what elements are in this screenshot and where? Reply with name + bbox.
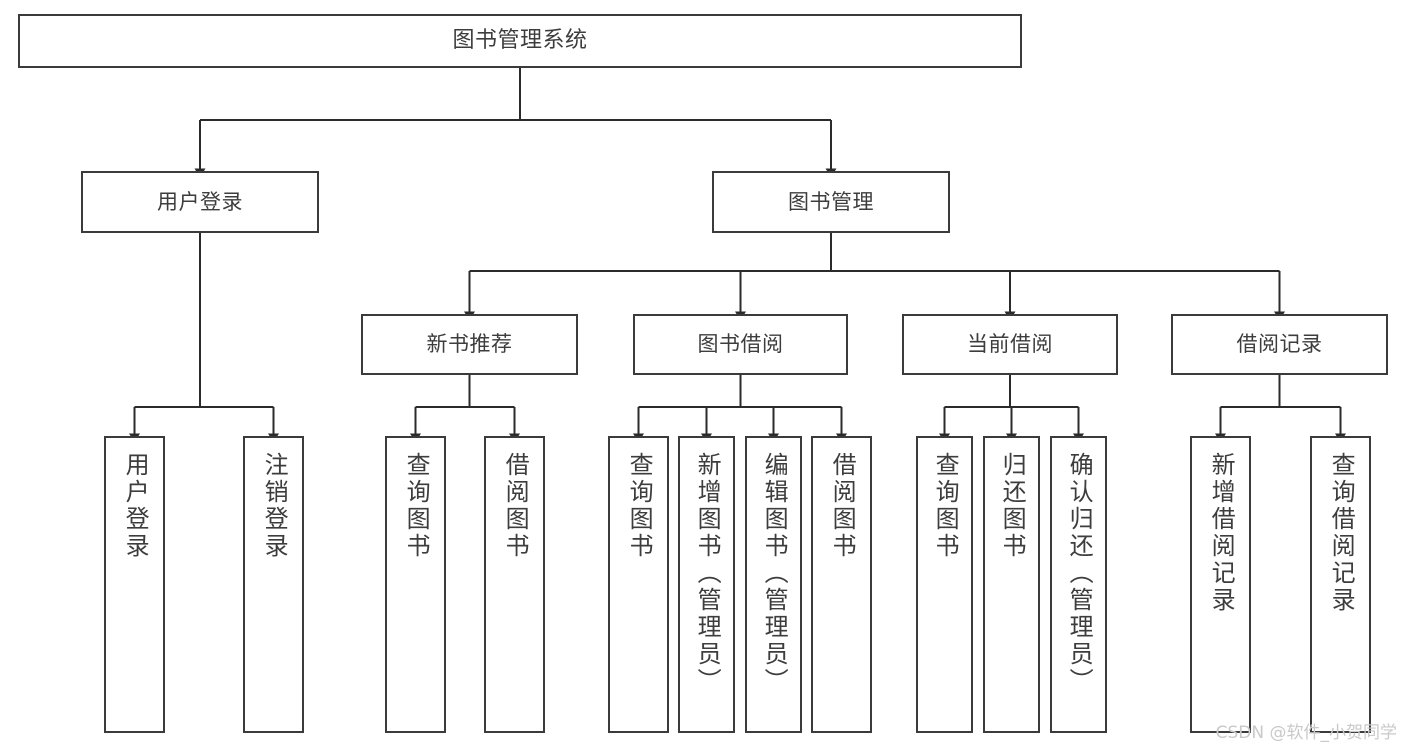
node-leaf-new-2[interactable]: 借阅图书 [484,436,545,733]
node-label: 图书管理系统 [452,28,588,54]
node-leaf-cur-2[interactable]: 归还图书 [983,436,1040,733]
node-label: 确认归还（管理员） [1065,452,1094,695]
node-leaf-cur-3[interactable]: 确认归还（管理员） [1050,436,1107,733]
node-label: 查询图书 [931,452,960,560]
node-leaf-login-1[interactable]: 用户登录 [104,436,165,733]
node-newbook[interactable]: 新书推荐 [361,314,578,375]
node-label: 图书借阅 [697,332,784,357]
node-leaf-rec-1[interactable]: 新增借阅记录 [1190,436,1251,733]
node-label: 新增借阅记录 [1207,452,1236,614]
node-leaf-login-2[interactable]: 注销登录 [243,436,304,733]
node-label: 借阅图书 [501,452,530,560]
node-leaf-cur-1[interactable]: 查询图书 [916,436,973,733]
node-root[interactable]: 图书管理系统 [18,14,1022,68]
connector-lines [129,68,1346,443]
node-label: 用户登录 [121,452,150,560]
node-label: 编辑图书（管理员） [760,452,789,695]
node-label: 借阅记录 [1236,332,1323,357]
node-leaf-bor-4[interactable]: 借阅图书 [811,436,872,733]
node-label: 查询借阅记录 [1327,452,1356,614]
watermark-text: CSDN @软件_小贺同学 [1215,723,1397,743]
node-records[interactable]: 借阅记录 [1171,314,1388,375]
node-bookmgmt[interactable]: 图书管理 [712,171,950,233]
node-label: 新增图书（管理员） [693,452,722,695]
node-label: 注销登录 [260,452,289,560]
node-leaf-rec-2[interactable]: 查询借阅记录 [1310,436,1371,733]
node-borrow[interactable]: 图书借阅 [633,314,848,375]
node-label: 当前借阅 [967,332,1053,357]
node-leaf-new-1[interactable]: 查询图书 [385,436,446,733]
node-label: 查询图书 [402,452,431,560]
node-label: 查询图书 [625,452,654,560]
node-current[interactable]: 当前借阅 [902,314,1118,375]
node-label: 新书推荐 [426,332,513,357]
node-label: 借阅图书 [828,452,857,560]
node-label: 归还图书 [998,452,1027,560]
node-login[interactable]: 用户登录 [81,171,319,233]
node-label: 图书管理 [788,189,874,214]
node-leaf-bor-2[interactable]: 新增图书（管理员） [678,436,735,733]
node-leaf-bor-1[interactable]: 查询图书 [608,436,669,733]
node-leaf-bor-3[interactable]: 编辑图书（管理员） [745,436,802,733]
node-label: 用户登录 [157,189,243,214]
